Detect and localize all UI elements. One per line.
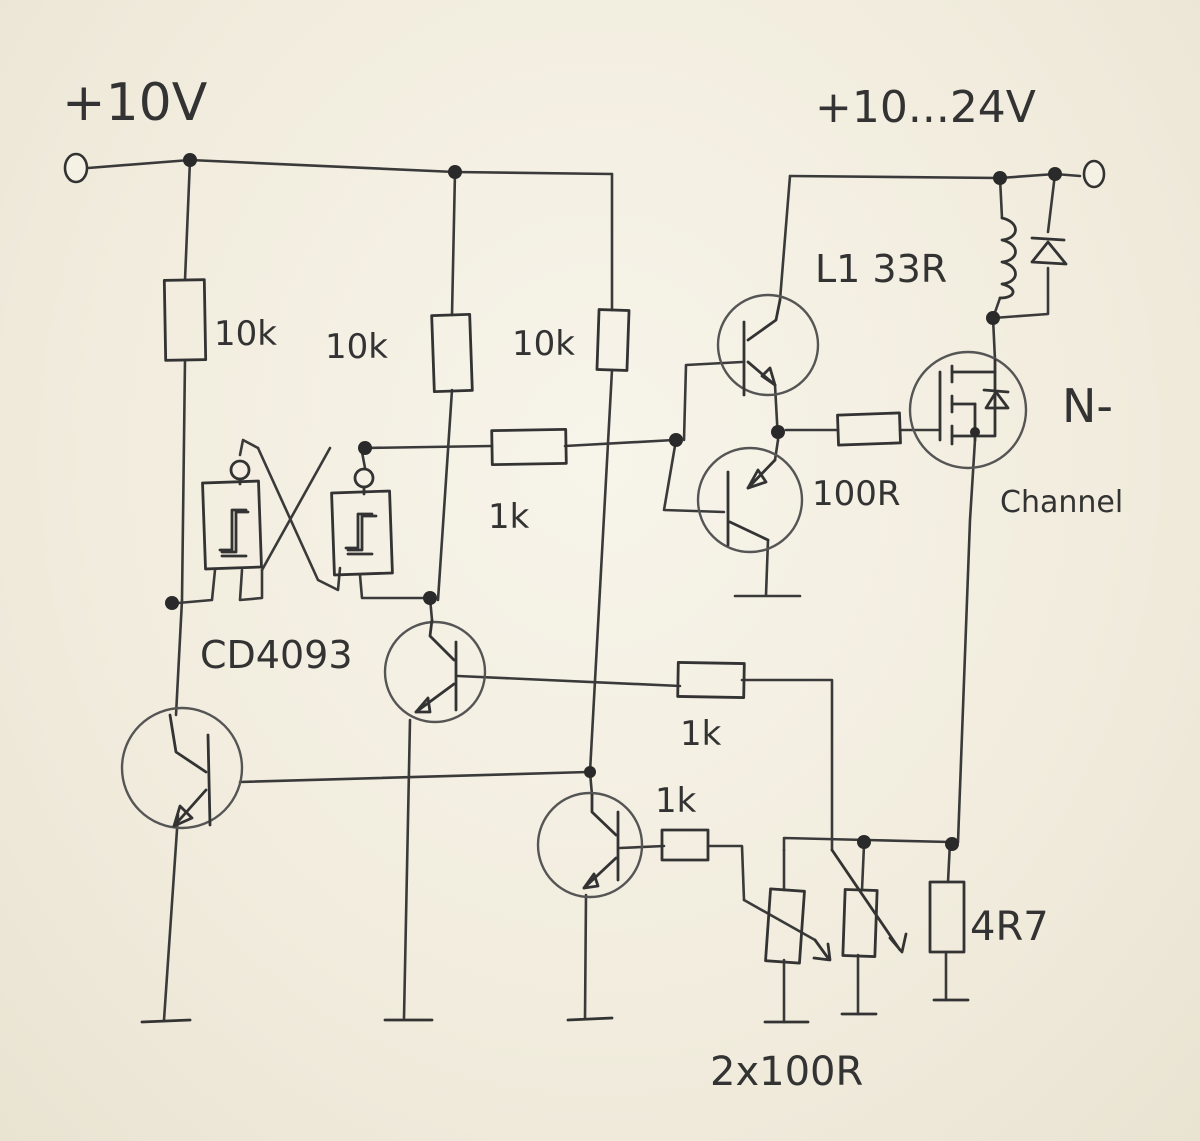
wires (86, 158, 1082, 1024)
label-ic-cd4093: CD4093 (200, 633, 353, 677)
ground-symbols (140, 998, 970, 1024)
schmitt-nand-gate-1 (201, 459, 263, 571)
n-channel-mosfet (908, 350, 1028, 470)
label-inductor: L1 33R (815, 247, 947, 291)
label-mosfet-type: N- (1062, 379, 1113, 433)
transistor-driver-pnp (696, 446, 804, 554)
ground-icon (140, 1018, 192, 1024)
label-r-driver-1k: 1k (488, 497, 530, 537)
label-r-q5-1k: 1k (655, 781, 697, 821)
label-supply-10v: +10V (62, 73, 208, 133)
inductor-coil-icon (998, 216, 1017, 300)
label-r-q2-1k: 1k (680, 714, 722, 754)
label-r3-10k: 10k (512, 324, 575, 364)
labels: +10V +10...24V 10k 10k 10k 1k 100R L1 33… (62, 73, 1123, 1095)
resistor-10k-2 (430, 312, 474, 394)
flyback-diode-icon (1030, 236, 1068, 266)
label-r1-10k: 10k (214, 314, 277, 354)
label-r-sense-4r7: 4R7 (970, 904, 1049, 950)
resistor-1k-q5 (660, 828, 710, 862)
label-supply-10-24v: +10...24V (815, 82, 1036, 133)
resistor-10k-3 (595, 308, 631, 372)
resistor-4r7 (928, 880, 966, 954)
transistor-driver-npn (716, 293, 820, 397)
label-trimmers-2x100r: 2x100R (710, 1049, 863, 1095)
resistor-1k-driver (490, 427, 568, 467)
trimmer-100r-1 (764, 887, 806, 965)
resistors (162, 278, 966, 965)
transistor-q5 (536, 791, 644, 899)
schmitt-nand-gate-2 (330, 467, 394, 577)
terminal-10v-icon (63, 152, 89, 184)
trimmer-100r-2 (841, 888, 879, 958)
trimmer-arrow-icon (830, 848, 908, 954)
label-mosfet-channel: Channel (1000, 485, 1123, 520)
terminal-10-24v-icon (1082, 159, 1106, 189)
transistor-q1 (120, 706, 244, 830)
trimmer-arrow-icon (812, 938, 832, 962)
junction-dots (165, 153, 1062, 851)
label-r-gate-100r: 100R (812, 474, 901, 514)
resistor-100r-gate (836, 411, 902, 447)
resistor-1k-q2 (676, 661, 746, 699)
resistor-10k-1 (162, 278, 208, 362)
transistor-q2 (383, 618, 487, 724)
ground-icon (566, 1016, 614, 1022)
label-r2-10k: 10k (325, 327, 388, 367)
